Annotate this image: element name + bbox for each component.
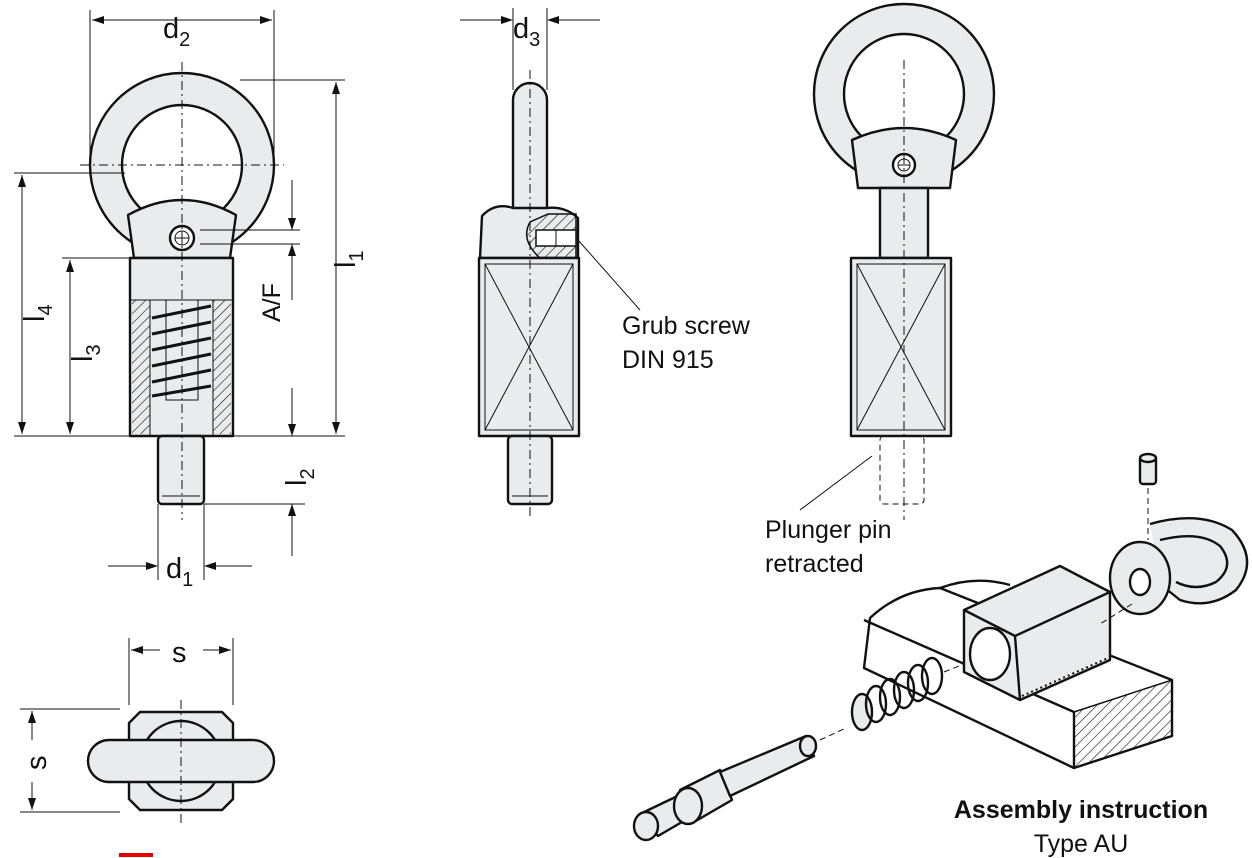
housing-wall-left bbox=[132, 300, 150, 434]
dim-s-side: s bbox=[21, 756, 53, 771]
callout-din: DIN 915 bbox=[622, 346, 714, 374]
front-view bbox=[80, 62, 284, 520]
dim-d2: d2 bbox=[163, 13, 190, 51]
callout-grub-screw: Grub screw bbox=[622, 312, 751, 340]
dim-s-top: s bbox=[172, 637, 187, 669]
dim-l3: l3 bbox=[67, 344, 105, 362]
grub-screw-isometric bbox=[1138, 452, 1158, 540]
plunger-pin-isometric bbox=[632, 727, 847, 842]
dim-l2: l2 bbox=[281, 468, 319, 486]
dimension-lines-top bbox=[20, 638, 234, 813]
assembly-title: Assembly instruction bbox=[954, 796, 1208, 824]
assembly-illustration bbox=[632, 452, 1249, 842]
red-marker bbox=[119, 853, 153, 857]
dimension-lines-side bbox=[460, 8, 641, 311]
top-view bbox=[86, 700, 276, 825]
eye-ring-isometric bbox=[1099, 517, 1249, 625]
spring-isometric bbox=[850, 656, 965, 732]
dim-af: A/F bbox=[258, 283, 286, 322]
plunger-pin-front bbox=[156, 434, 206, 506]
pin-retracted-hidden bbox=[879, 435, 925, 505]
callout-retracted: retracted bbox=[765, 550, 864, 578]
retracted-view bbox=[799, 2, 996, 520]
dimension-lines-front bbox=[14, 10, 345, 580]
dim-l1: l1 bbox=[330, 250, 368, 268]
assembly-type: Type AU bbox=[1034, 830, 1129, 858]
callout-plunger: Plunger pin bbox=[765, 516, 891, 544]
housing-wall-right bbox=[213, 300, 231, 434]
dim-l4: l4 bbox=[19, 304, 57, 322]
dim-d3: d3 bbox=[513, 13, 540, 51]
side-view bbox=[477, 70, 581, 520]
dim-d1: d1 bbox=[166, 553, 193, 591]
